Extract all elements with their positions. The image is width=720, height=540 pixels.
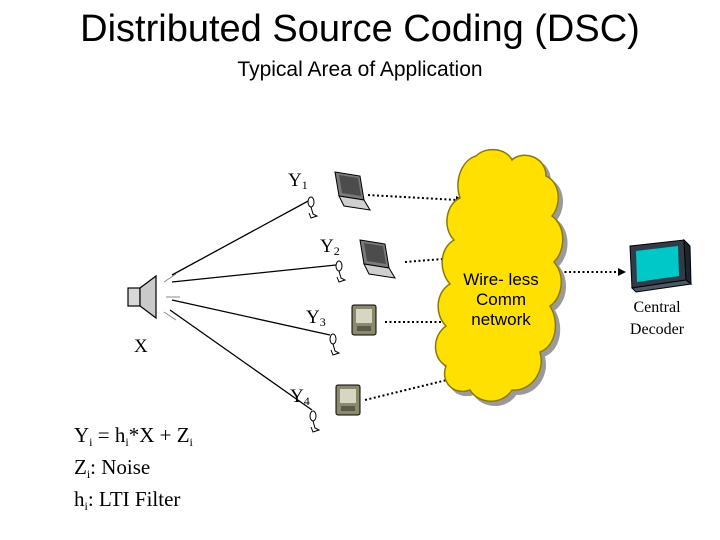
equation-filter: hi: LTI Filter [74,487,181,513]
pda-icon [335,384,361,416]
microphone-icon [307,196,319,219]
microphone-icon [329,333,341,356]
sensor-label-y2: Y2 [320,236,340,258]
equation-noise: Zi: Noise [74,455,151,481]
link-to-y2 [171,264,337,283]
pda-icon [351,304,377,336]
equation-model: Yi = hi*X + Zi [74,423,193,449]
source-links [169,199,337,411]
sensor-label-y3: Y3 [306,307,326,329]
sensor-label-y1: Y1 [288,170,308,192]
speaker-icon [127,273,180,321]
decoder-label: Central Decoder [629,299,685,338]
page-title: Distributed Source Coding (DSC) [80,8,640,50]
network-cloud-icon [434,148,564,402]
network-label: Wire- less Comm network [463,270,539,329]
microphone-icon [309,410,321,433]
y1-to-network-link [367,194,459,201]
monitor-icon [629,238,693,293]
microphone-icon [335,260,347,283]
link-to-y4 [169,309,313,411]
laptop-icon [359,239,396,279]
page-subtitle: Typical Area of Application [237,58,483,81]
sensor-label-y4: Y4 [290,386,310,408]
y4-to-network-link [364,377,456,401]
source-label: X [134,336,148,357]
laptop-icon [334,171,371,211]
link-to-y1 [171,199,311,276]
link-to-y3 [171,299,331,336]
